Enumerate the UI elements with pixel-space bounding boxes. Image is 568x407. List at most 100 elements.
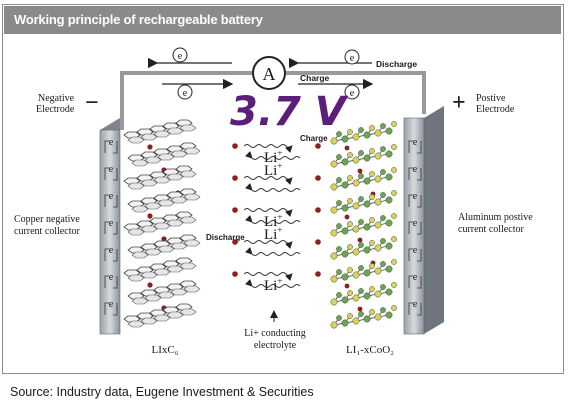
- lithium-ion-dot: [357, 306, 363, 312]
- negative-current-collector-plate: e e e e e e e: [99, 118, 121, 335]
- ion-arrow-charge: [243, 240, 293, 249]
- lithium-ion-dot: [344, 214, 350, 220]
- cobalt-oxide-layer: [330, 236, 397, 260]
- lithium-ion-dot: [315, 143, 321, 149]
- electron-symbol: e: [413, 218, 418, 229]
- source-note: Source: Industry data, Eugene Investment…: [10, 385, 314, 399]
- lithium-ion-label: Li+: [264, 161, 282, 179]
- ion-arrow-charge: [243, 208, 293, 217]
- lithium-ion-dot: [315, 271, 321, 277]
- lithium-ion-dot: [232, 207, 238, 213]
- ion-arrow-discharge: [244, 247, 301, 256]
- electron-symbol: e: [109, 299, 114, 310]
- lithium-ion-dot: [315, 207, 321, 213]
- figure-title: Working principle of rechargeable batter…: [14, 12, 263, 27]
- graphite-layer: [123, 257, 197, 282]
- negative-collector-label-line2: current collector: [14, 226, 80, 237]
- graphite-layer: [127, 234, 201, 259]
- electron-symbol: e: [413, 299, 418, 310]
- cobalt-oxide-layer: [330, 167, 397, 191]
- electron-symbol: e: [413, 245, 418, 256]
- ion-arrow-charge: [243, 144, 293, 153]
- negative-electrode-label-line2: Electrode: [36, 104, 75, 115]
- electron-symbol: e: [178, 51, 183, 62]
- top-left-electron-arrows: e e: [147, 47, 234, 100]
- battery-diagram: A e e e Discharge Charge e 3.7 V Negativ…: [14, 47, 533, 356]
- electron-symbol: e: [109, 164, 114, 175]
- title-bar: Working principle of rechargeable batter…: [4, 6, 561, 34]
- ion-arrow-charge: [243, 272, 293, 281]
- charge-label-top: Charge: [300, 73, 330, 83]
- electron-symbol: e: [109, 191, 114, 202]
- graphite-layer: [123, 211, 197, 236]
- ion-arrow-charge: [243, 176, 293, 185]
- electrolyte-label-line2: electrolyte: [254, 340, 297, 351]
- cobalt-oxide-layer: [330, 144, 397, 168]
- electron-symbol: e: [109, 245, 114, 256]
- ammeter-icon: A: [252, 56, 286, 90]
- lithium-ion-dot: [357, 237, 363, 243]
- positive-current-collector-plate: e e e e e e e: [403, 106, 444, 335]
- cobalt-oxide-layer: [330, 121, 397, 145]
- electron-symbol: e: [109, 218, 114, 229]
- lithium-ion-dot: [147, 213, 153, 219]
- ion-arrow-discharge: [244, 151, 301, 160]
- graphite-anode-layers: [123, 119, 201, 328]
- negative-electrode-label-line1: Negative: [38, 93, 75, 104]
- lithium-ion-dot: [232, 239, 238, 245]
- graphite-layer: [127, 280, 201, 305]
- negative-sign: −: [85, 90, 99, 116]
- cobalt-oxide-layer: [330, 259, 397, 283]
- electron-symbol: e: [413, 272, 418, 283]
- lithium-ion-dot: [161, 236, 167, 242]
- cobalt-oxide-cathode-layers: [330, 121, 397, 329]
- lithium-ion-dot: [232, 175, 238, 181]
- top-right-electron-arrows: e Discharge Charge e: [288, 49, 417, 100]
- positive-collector-label-line2: current collector: [458, 224, 524, 235]
- lithium-ion-label: Li+: [264, 276, 282, 294]
- ion-arrow-discharge: [244, 215, 301, 224]
- cobalt-oxide-layer: [330, 213, 397, 237]
- electron-symbol: e: [413, 191, 418, 202]
- discharge-label-mid: Discharge: [206, 233, 245, 242]
- lithium-ion-dot: [357, 168, 363, 174]
- lithium-ion-dot: [232, 143, 238, 149]
- ion-arrow-discharge: [244, 183, 301, 192]
- electron-symbol: e: [109, 272, 114, 283]
- discharge-label-top: Discharge: [376, 59, 417, 69]
- graphite-layer: [123, 119, 197, 144]
- electron-symbol: e: [350, 53, 355, 64]
- graphite-layer: [127, 142, 201, 167]
- ammeter-label: A: [263, 64, 276, 84]
- electron-symbol: e: [413, 164, 418, 175]
- cobalt-oxide-layer: [330, 282, 397, 306]
- lithium-ion-dot: [147, 282, 153, 288]
- ion-arrow-discharge: [244, 279, 301, 288]
- lithium-ion-flow: Li+Li+Li+Li+Li+: [232, 143, 321, 294]
- handwritten-voltage-annotation: 3.7 V: [230, 89, 349, 135]
- electron-symbol: e: [350, 88, 355, 99]
- electron-symbol: e: [183, 88, 188, 99]
- positive-electrode-label-line1: Postive: [476, 93, 506, 104]
- lithium-ion-dot: [315, 239, 321, 245]
- lithium-ion-dot: [315, 175, 321, 181]
- lithium-ion-dot: [147, 144, 153, 150]
- anode-material-label: LIxC₆: [151, 344, 178, 356]
- lithium-ion-dot: [344, 283, 350, 289]
- electron-symbol: e: [413, 137, 418, 148]
- positive-collector-label-line1: Aluminum postive: [458, 212, 533, 223]
- charge-label-mid: Charge: [300, 134, 328, 143]
- cathode-material-label: LI₁-xCoO₂: [346, 344, 394, 356]
- electron-symbol: e: [109, 137, 114, 148]
- lithium-ion-dot: [232, 271, 238, 277]
- positive-electrode-label-line2: Electrode: [476, 104, 515, 115]
- wire-right: [286, 71, 426, 114]
- graphite-layer: [127, 188, 201, 213]
- cobalt-oxide-layer: [330, 190, 397, 214]
- lithium-ion-dot: [344, 145, 350, 151]
- lithium-ion-label: Li+: [264, 225, 282, 243]
- wire-left: [120, 71, 252, 130]
- cobalt-oxide-layer: [330, 305, 397, 329]
- positive-sign: +: [452, 90, 466, 116]
- graphite-layer: [123, 303, 197, 328]
